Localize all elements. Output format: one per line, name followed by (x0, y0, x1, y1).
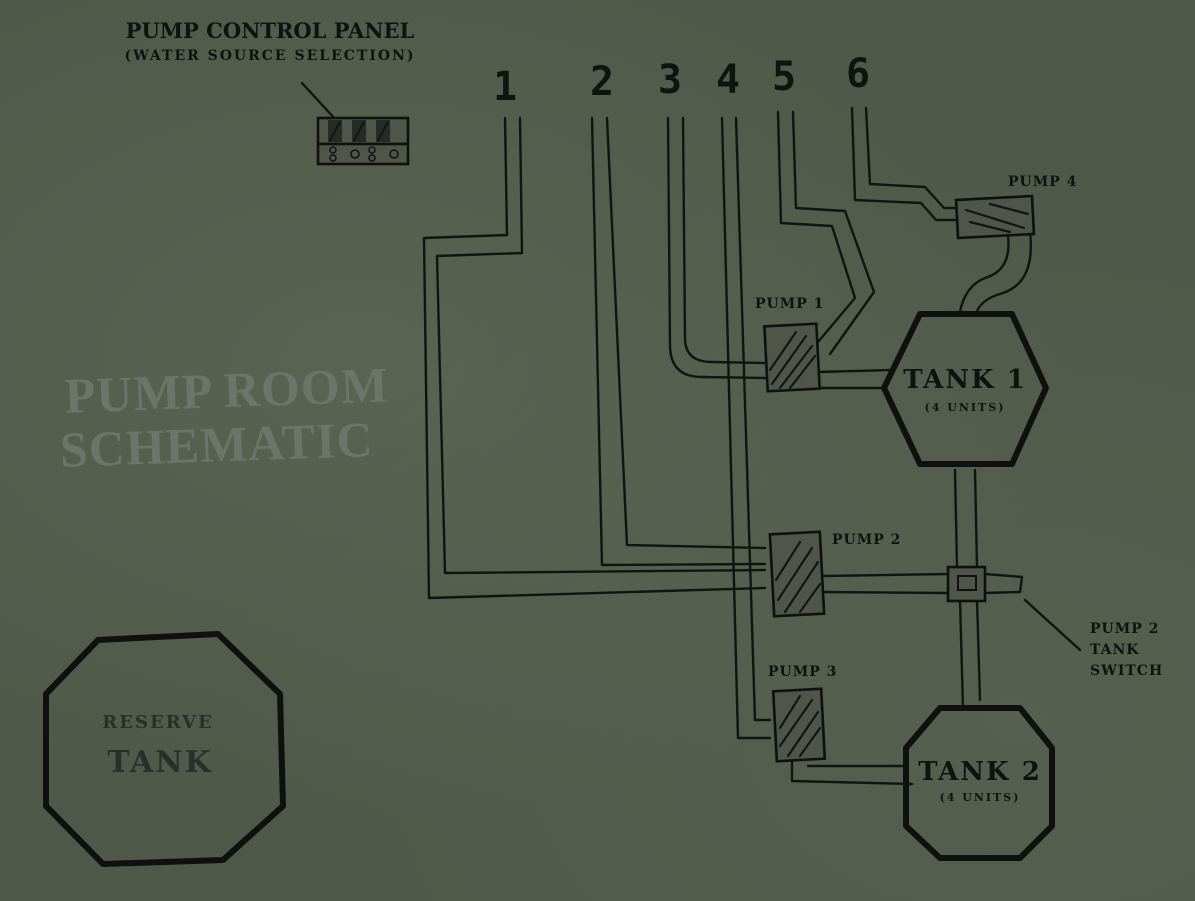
control-panel-pointer (300, 81, 338, 122)
pump-2[interactable] (768, 530, 826, 618)
switch-pointer (1023, 598, 1082, 652)
pump-1-label: PUMP 1 (755, 296, 824, 312)
pipe-line-4 (720, 116, 772, 740)
tank-2-capacity: (4 UNITS) (940, 791, 1021, 804)
control-panel-device[interactable] (316, 116, 410, 166)
line-number-6: 6 (846, 51, 870, 97)
tank-1-name: TANK 1 (903, 365, 1027, 395)
switch-label-line3: SWITCH (1090, 663, 1163, 679)
pipe-pump2-to-switch (820, 572, 1024, 595)
line-number-2: 2 (590, 59, 614, 105)
pump-1[interactable] (762, 322, 822, 393)
pipe-pump4-to-tank1 (958, 230, 1032, 316)
pump-2-tank-switch[interactable] (946, 565, 987, 603)
pump-4[interactable] (954, 194, 1036, 240)
pump-3-label: PUMP 3 (768, 664, 837, 680)
pipe-tank1-to-tank2 (953, 468, 982, 710)
schematic-title-line1: PUMP ROOM (64, 356, 390, 423)
pipe-line-3 (666, 116, 767, 380)
pipe-line-1 (422, 116, 767, 600)
switch-label-line2: TANK (1090, 642, 1139, 658)
line-number-3: 3 (658, 57, 682, 103)
tank-2[interactable] (903, 705, 1055, 861)
pump-3[interactable] (771, 687, 827, 763)
tank-1[interactable] (881, 311, 1049, 467)
schematic-title-line2: SCHEMATIC (59, 411, 374, 478)
tank-2-name: TANK 2 (918, 757, 1042, 787)
pipe-pump1-to-tank1 (816, 368, 894, 390)
pump-2-label: PUMP 2 (832, 532, 901, 548)
line-number-5: 5 (772, 54, 796, 100)
pipe-line-5 (776, 110, 876, 356)
control-panel-subtitle: (WATER SOURCE SELECTION) (124, 48, 415, 64)
pipe-line-6 (850, 106, 962, 222)
line-number-4: 4 (716, 57, 740, 103)
control-panel-title: PUMP CONTROL PANEL (126, 18, 415, 43)
reserve-tank-label-line1: RESERVE (102, 712, 213, 733)
reserve-tank-label-line2: TANK (107, 745, 212, 780)
switch-label-line1: PUMP 2 (1090, 621, 1159, 637)
reserve-tank[interactable] (43, 631, 286, 867)
pump-4-label: PUMP 4 (1008, 174, 1077, 190)
line-number-1: 1 (493, 64, 517, 110)
tank-1-capacity: (4 UNITS) (925, 401, 1006, 414)
pipe-line-2 (590, 116, 767, 567)
